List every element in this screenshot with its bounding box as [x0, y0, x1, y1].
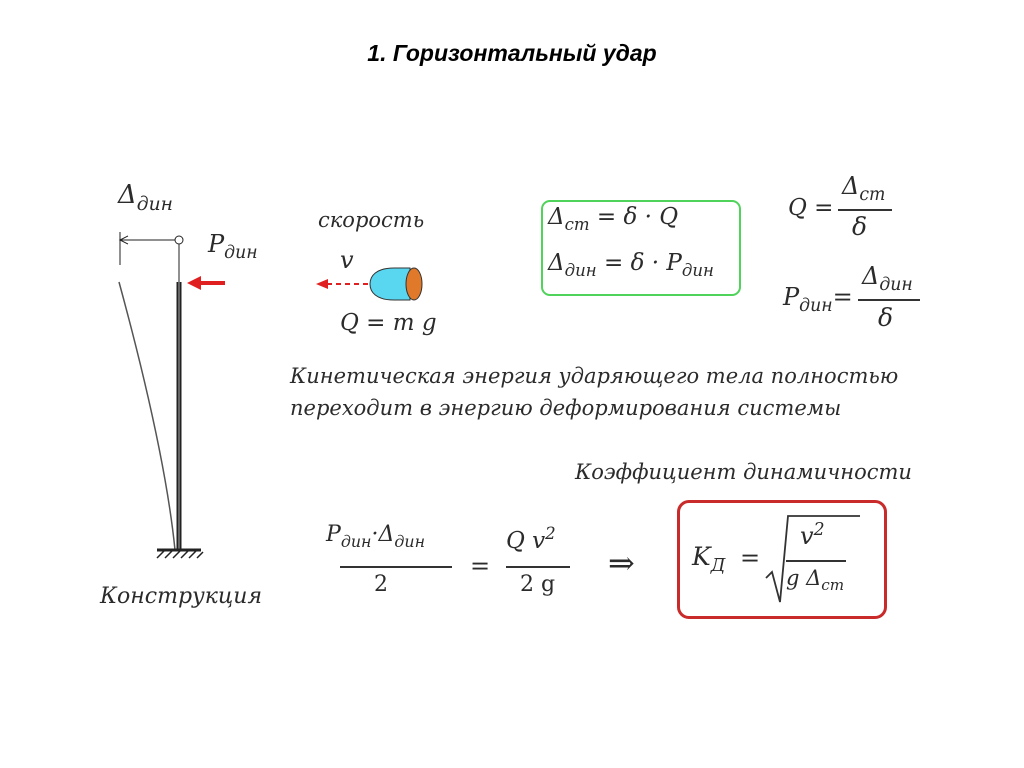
speed-label: скорость — [318, 208, 425, 232]
coefficient-label: Коэффициент динамичности — [575, 460, 912, 484]
energy-eq-left-numerator: Pдин·Δдин — [326, 522, 426, 551]
energy-eq-right-numerator: Q v2 — [506, 523, 556, 554]
k-formula-denominator: g Δст — [786, 566, 845, 595]
force-label: Pдин — [208, 230, 258, 264]
dynamic-coefficient-box — [677, 500, 887, 619]
dynamic-deflection-formula: Δдин = δ · Pдин — [548, 250, 714, 280]
p-formula-denominator: δ — [878, 303, 894, 332]
body-icon — [369, 267, 411, 301]
weight-equation: Q = m g — [340, 310, 437, 336]
p-formula-numerator: Δдин — [862, 262, 913, 296]
structure-diagram — [118, 232, 225, 559]
page-title: 1. Горизонтальный удар — [367, 40, 657, 66]
k-formula-lhs: KД — [692, 542, 726, 577]
energy-eq-equals: = — [470, 552, 491, 580]
impact-body — [316, 267, 423, 301]
structure-label: Конструкция — [100, 584, 263, 609]
v-label: v — [340, 246, 354, 274]
static-deflection-formula: Δст = δ · Q — [548, 204, 679, 234]
hinge-icon — [174, 235, 184, 245]
k-formula-numerator: v2 — [800, 519, 825, 551]
q-formula-denominator: δ — [852, 212, 868, 241]
q-formula-numerator: Δст — [842, 172, 886, 206]
q-formula-lhs: Q = — [788, 195, 834, 221]
p-formula-lhs: Pдин= — [783, 283, 853, 317]
energy-eq-right-denominator: 2 g — [520, 572, 556, 597]
energy-eq-left-denominator: 2 — [374, 572, 388, 597]
energy-text-line1: Кинетическая энергия ударяющего тела пол… — [290, 364, 899, 388]
deformed-shape — [118, 281, 176, 551]
static-dynamic-formulas-box — [541, 200, 741, 296]
support-hatch — [156, 549, 204, 559]
k-formula-equals: = — [740, 544, 761, 572]
energy-text-line2: переходит в энергию деформирования систе… — [290, 396, 842, 420]
delta-din-label: Δдин — [118, 180, 174, 215]
implies-arrow-icon: ⇒ — [608, 544, 635, 582]
sqrt-icon — [765, 515, 860, 603]
